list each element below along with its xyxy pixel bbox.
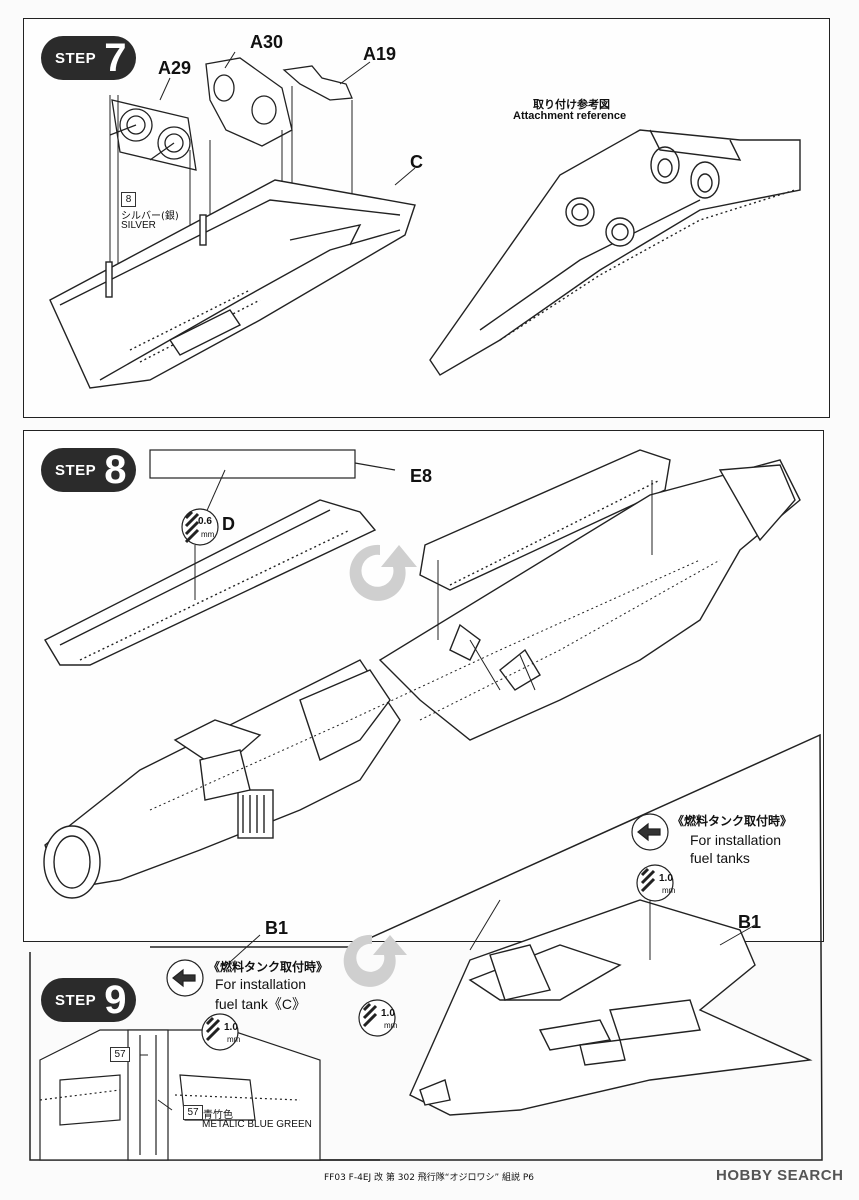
step7-label: STEP [55, 49, 97, 67]
inset-note-en-2: fuel tanks [690, 850, 750, 866]
step9-drill2-size: 1.0 [381, 1008, 395, 1019]
paint-en-silver: SILVER [121, 220, 156, 231]
inset-drill-size: 1.0 [659, 873, 673, 884]
inset-drill-unit: mm [662, 886, 676, 895]
part-label-a30: A30 [250, 32, 284, 52]
step9-drill2-unit: mm [384, 1021, 398, 1030]
part-label-a19: A19 [363, 44, 397, 64]
e8-strip-drawing [149, 449, 356, 479]
step9-drill-unit: mm [227, 1035, 241, 1044]
inset-note-en-1: For installation [690, 832, 782, 848]
part-label-c: C [410, 152, 423, 172]
reference-title-en: Attachment reference [513, 110, 627, 122]
step9-note-en-1: For installation [215, 976, 307, 992]
step9-note-en-2: fuel tank《C》 [215, 996, 307, 1012]
drill-icon-0-6 [181, 508, 219, 546]
hint-icon-step9 [166, 959, 204, 997]
paint-number-silver: 8 [121, 192, 136, 207]
step8-number: 8 [104, 448, 127, 492]
inset-note-jp: 《燃料タンク取付時》 [672, 814, 793, 828]
paint-number-57-b: 57 [183, 1105, 203, 1120]
inset-part-b1: B1 [738, 912, 762, 932]
part-a29-drawing [109, 99, 197, 171]
drill-icon-1-0-cockpit [201, 1013, 239, 1051]
rotate-arrow-icon [349, 544, 417, 601]
paint-number-57-a: 57 [110, 1047, 130, 1062]
part-label-e8: E8 [410, 466, 433, 486]
fuselage-half-left [49, 179, 416, 389]
rotate-arrow-icon-2 [343, 934, 407, 987]
wing-assembly-drawing [409, 899, 813, 1116]
part-label-a29: A29 [158, 58, 192, 78]
step8-badge: STEP 8 [41, 448, 137, 492]
fuselage-reference [429, 129, 801, 376]
hint-icon-inset [631, 813, 669, 851]
reference-title-jp: 取り付け参考図 [533, 98, 610, 111]
hobby-search-watermark: HOBBY SEARCH [716, 1167, 844, 1184]
fuselage-assembly-drawing [43, 459, 801, 899]
step9-number: 9 [104, 978, 127, 1022]
step9-part-b1: B1 [265, 918, 289, 938]
page-footer-caption: FF03 F-4EJ 改 第 302 飛行隊“オジロワシ” 組説 P6 [324, 1173, 534, 1183]
step7-number: 7 [104, 36, 127, 80]
step9-drill-size: 1.0 [224, 1022, 238, 1033]
part-label-d: D [222, 514, 235, 534]
step9-badge: STEP 9 [41, 978, 137, 1022]
part-a30-drawing [205, 57, 293, 147]
step8-label: STEP [55, 461, 97, 479]
paint-en-blue-green: METALIC BLUE GREEN [202, 1119, 312, 1130]
step7-badge: STEP 7 [41, 36, 137, 80]
part-a19-drawing [282, 65, 353, 101]
paint-jp-silver: シルバー(銀) [121, 211, 179, 222]
step9-note-jp: 《燃料タンク取付時》 [208, 960, 329, 974]
paint-jp-blue-green: 青竹色 [203, 1110, 233, 1121]
step9-label: STEP [55, 991, 97, 1009]
cockpit-b1-drawing [39, 1029, 321, 1161]
drill-unit-0-6: mm [201, 530, 215, 539]
drill-icon-1-0-inset [636, 864, 674, 902]
e8-panel-drawing [419, 449, 671, 591]
drill-size-0-6: 0.6 [198, 516, 212, 527]
drill-icon-1-0-step9 [358, 999, 396, 1037]
